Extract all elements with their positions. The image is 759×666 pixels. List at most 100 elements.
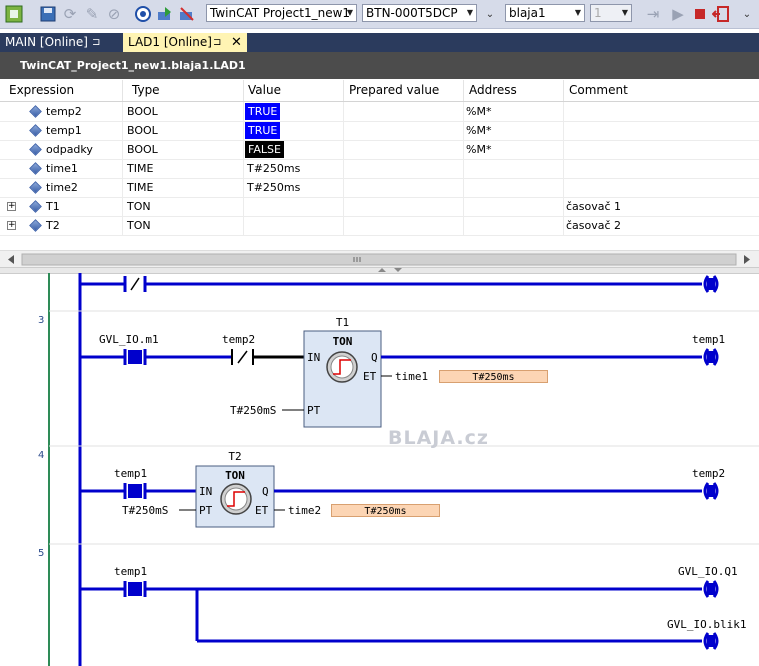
scrollbar-thumb[interactable] — [21, 253, 737, 266]
network-5 — [80, 580, 719, 650]
pt-value[interactable]: T#250mS — [122, 504, 169, 517]
contact-temp1[interactable] — [123, 581, 147, 597]
variable-icon — [29, 105, 42, 118]
timer-icon — [220, 483, 252, 515]
add-item-icon[interactable] — [4, 4, 24, 24]
type-cell: BOOL — [123, 102, 244, 121]
address-cell — [464, 197, 564, 216]
login-icon[interactable] — [155, 4, 175, 24]
coil-gvl-io-q1[interactable] — [703, 580, 719, 598]
coil-gvl-io-blik1[interactable] — [703, 632, 719, 650]
ladder-editor[interactable]: 3 4 5 GVL_IO.m1 temp2 T1 TON IN PT Q ET … — [0, 273, 759, 666]
project-combo-value: TwinCAT Project1_new1 — [210, 6, 351, 20]
tab-label: MAIN [Online] — [5, 35, 88, 49]
pin-icon[interactable]: ⊐ — [213, 37, 222, 48]
scroll-left-icon[interactable] — [8, 255, 14, 264]
prepared-value-cell[interactable] — [344, 102, 464, 121]
close-icon[interactable]: ✕ — [231, 35, 242, 50]
watch-title: TwinCAT_Project1_new1.blaja1.LAD1 — [0, 52, 759, 79]
count-combo[interactable]: 1▼ — [590, 4, 632, 22]
contact-label: GVL_IO.m1 — [99, 333, 159, 346]
expand-icon[interactable]: + — [7, 220, 16, 230]
value-cell: TRUE — [244, 121, 344, 140]
coil-temp1[interactable] — [703, 348, 719, 366]
tab-main[interactable]: MAIN [Online] ⊐ — [0, 33, 122, 52]
network-4 — [80, 465, 719, 528]
prepared-value-cell[interactable] — [344, 121, 464, 140]
column-header[interactable]: Value — [244, 80, 344, 101]
negated-contact[interactable] — [123, 276, 147, 292]
watch-row[interactable]: time2 TIME T#250ms — [0, 178, 759, 198]
overflow-icon[interactable]: ⌄ — [485, 8, 495, 20]
contact-temp1[interactable] — [123, 483, 147, 499]
value-cell — [244, 197, 344, 216]
editor-tabs: MAIN [Online] ⊐ LAD1 [Online] ⊐ ✕ — [0, 33, 759, 52]
tools-icon[interactable]: ✎ — [85, 5, 99, 23]
pt-value[interactable]: T#250mS — [230, 404, 277, 417]
type-cell: TIME — [123, 159, 244, 178]
prepared-value-cell[interactable] — [344, 140, 464, 159]
prepared-value-cell[interactable] — [344, 216, 464, 235]
step-in-icon[interactable]: ⇥ — [646, 5, 660, 23]
fb-pin-et: ET — [255, 504, 269, 517]
watch-row[interactable]: temp1 BOOL TRUE %M* — [0, 121, 759, 141]
logout-icon[interactable] — [177, 4, 197, 24]
watch-row[interactable]: odpadky BOOL FALSE %M* — [0, 140, 759, 160]
target-combo[interactable]: BTN-000T5DCP ▼ — [362, 4, 477, 22]
contact-gvl-io-m1[interactable] — [123, 349, 147, 365]
prepared-value-cell[interactable] — [344, 159, 464, 178]
value-true-badge: TRUE — [245, 122, 281, 139]
expression-cell: T1 — [46, 197, 123, 216]
et-variable[interactable]: time1 — [395, 370, 429, 383]
coil-temp2[interactable] — [703, 482, 719, 500]
network-number: 5 — [38, 548, 45, 559]
comment-cell — [564, 178, 759, 197]
horizontal-scrollbar[interactable] — [0, 250, 759, 268]
column-header[interactable]: Type — [123, 80, 244, 101]
column-header[interactable]: Address — [464, 80, 564, 101]
config-mode-icon[interactable] — [133, 4, 153, 24]
exit-icon[interactable] — [711, 4, 731, 24]
watch-row[interactable]: + T2 TON časovač 2 — [0, 216, 759, 236]
coil[interactable] — [703, 275, 719, 293]
address-cell — [464, 178, 564, 197]
start-icon[interactable]: ▶ — [672, 5, 684, 23]
splitter-arrows-icon — [378, 268, 402, 272]
overflow-icon[interactable]: ⌄ — [742, 8, 752, 20]
et-variable[interactable]: time2 — [288, 504, 322, 517]
column-header[interactable]: Comment — [569, 83, 628, 97]
tab-lad1[interactable]: LAD1 [Online] ⊐ ✕ — [123, 33, 247, 52]
column-header[interactable]: Expression — [0, 80, 123, 101]
target-combo-value: BTN-000T5DCP — [366, 6, 458, 20]
splitter[interactable] — [0, 267, 759, 274]
save-icon[interactable] — [38, 4, 58, 24]
expand-icon[interactable]: + — [7, 201, 16, 211]
variable-icon — [29, 181, 42, 194]
watch-row[interactable]: + T1 TON časovač 1 — [0, 197, 759, 217]
project-combo[interactable]: TwinCAT Project1_new1▼ — [206, 4, 357, 22]
prepared-value-cell[interactable] — [344, 197, 464, 216]
chevron-down-icon: ▼ — [346, 8, 353, 17]
variable-icon — [29, 143, 42, 156]
grip-icon — [353, 257, 361, 262]
chevron-down-icon: ▼ — [466, 8, 473, 17]
watch-row[interactable]: time1 TIME T#250ms — [0, 159, 759, 179]
value-cell — [244, 216, 344, 235]
stop-icon[interactable]: ⊘ — [107, 5, 121, 23]
coil-label: GVL_IO.Q1 — [678, 565, 738, 578]
pin-icon[interactable]: ⊐ — [92, 37, 101, 48]
prepared-value-cell[interactable] — [344, 178, 464, 197]
task-combo[interactable]: blaja1▼ — [505, 4, 585, 22]
value-false-badge: FALSE — [245, 141, 284, 158]
stop-square-icon[interactable] — [690, 4, 710, 24]
address-cell — [464, 216, 564, 235]
toolbar: ⟳ ✎ ⊘ TwinCAT Project1_new1▼ BTN-000T5DC… — [0, 0, 759, 29]
comment-cell: časovač 1 — [566, 200, 622, 213]
refresh-icon[interactable]: ⟳ — [63, 5, 77, 23]
fb-instance-name: T2 — [228, 450, 242, 463]
expression-cell: temp1 — [46, 121, 123, 140]
scroll-right-icon[interactable] — [744, 255, 750, 264]
column-header[interactable]: Prepared value — [344, 80, 464, 101]
negated-contact-temp2[interactable] — [231, 349, 254, 365]
watch-row[interactable]: temp2 BOOL TRUE %M* — [0, 102, 759, 122]
